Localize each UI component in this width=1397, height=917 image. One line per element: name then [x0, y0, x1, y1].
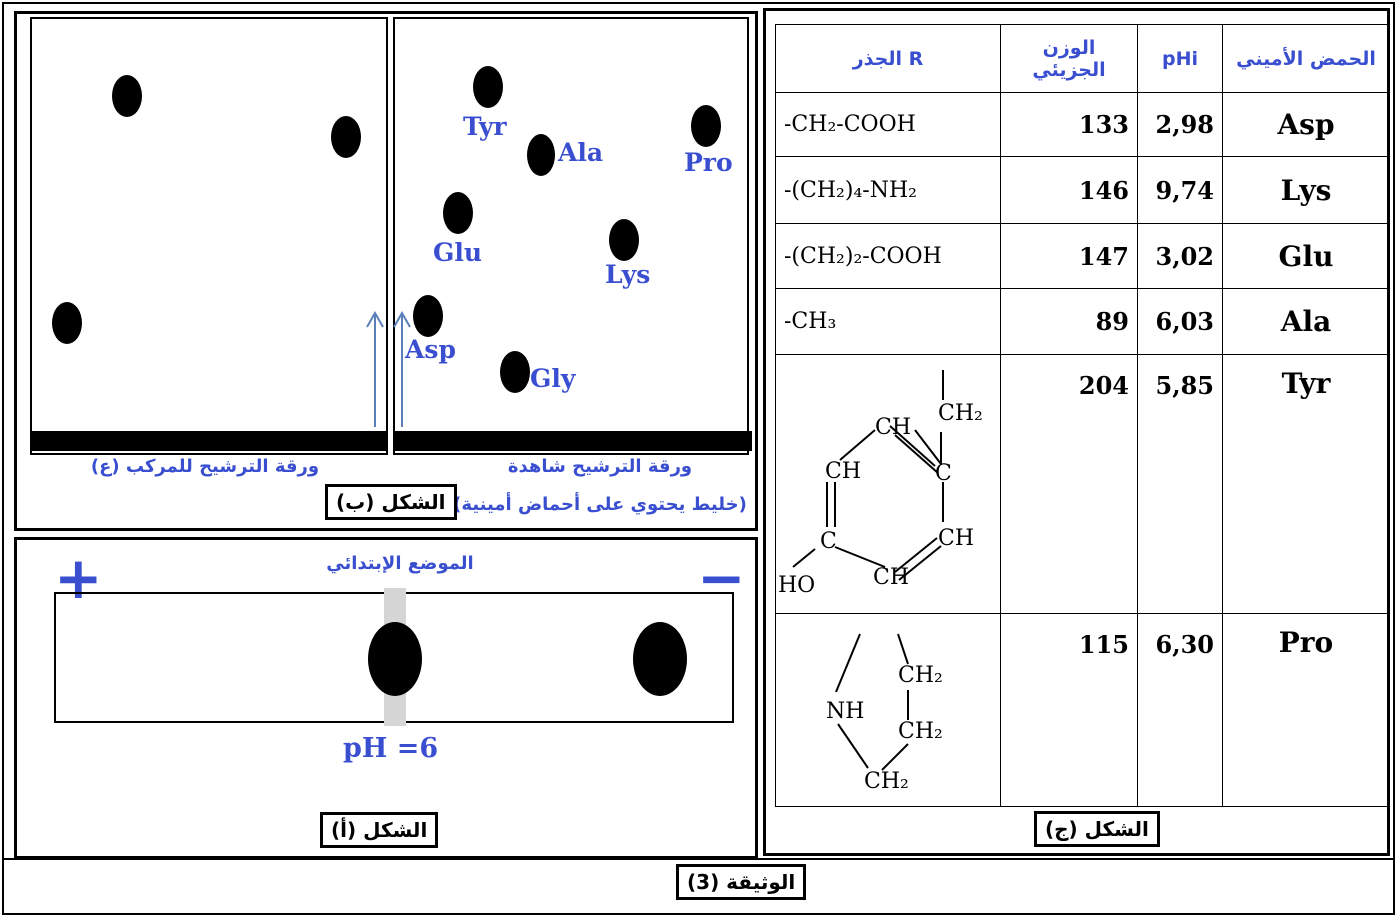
spot-label-asp: Asp: [405, 335, 456, 364]
figure-c-caption: الشكل (ج): [1034, 811, 1160, 847]
right-baseline: [394, 431, 752, 451]
right-paper-sublabel: (خليط يحتوي على أحماض أمينية): [453, 494, 747, 515]
compound-spot: [52, 302, 82, 344]
amino-acid-spot: [473, 66, 503, 108]
right-paper-label: ورقة الترشيح شاهدة: [507, 456, 693, 477]
mw-cell: 133: [1000, 92, 1138, 157]
amino-acid-spot: [609, 219, 639, 261]
amino-acid-spot: [527, 134, 555, 176]
phi-cell: 6,30: [1137, 613, 1223, 807]
tyr-ch-top: CH: [875, 415, 911, 440]
footer-divider: [2, 858, 1395, 860]
mw-cell: 147: [1000, 223, 1138, 289]
tyr-ch-bottom: CH: [873, 565, 909, 590]
negative-electrode-sign: −: [697, 544, 746, 612]
compound-spot: [112, 75, 142, 117]
migration-arrows: [366, 310, 411, 427]
spot-label-ala: Ala: [558, 138, 604, 167]
phi-cell: 9,74: [1137, 156, 1223, 224]
r-group-cell: -CH₂-COOH: [775, 92, 1001, 157]
header-mw: الوزن الجزيئي: [1000, 24, 1138, 93]
pro-nh: NH: [826, 699, 864, 724]
mw-cell: 115: [1000, 613, 1138, 807]
amino-acid-name: Glu: [1222, 223, 1390, 289]
compound-spot-cathode: [633, 622, 687, 696]
figure-a-caption: الشكل (أ): [320, 812, 439, 848]
spot-label-lys: Lys: [605, 260, 651, 289]
amino-acid-name: Asp: [1222, 92, 1390, 157]
spot-label-glu: Glu: [433, 238, 483, 267]
mw-cell: 146: [1000, 156, 1138, 224]
header-amino-acid: الحمض الأميني: [1222, 24, 1390, 93]
tyr-ch-left: CH: [825, 459, 861, 484]
amino-acid-spot: [443, 192, 473, 234]
phi-cell: 3,02: [1137, 223, 1223, 289]
proline-structure: CH₂ NH CH₂ CH₂: [826, 633, 943, 794]
amino-acid-name: Lys: [1222, 156, 1390, 224]
left-paper-label: ورقة الترشيح للمركب (ع): [90, 456, 320, 477]
header-r-group: الجذر R: [775, 24, 1001, 93]
left-baseline: [30, 431, 388, 451]
amino-acid-name: Tyr: [1222, 354, 1390, 614]
spot-label-gly: Gly: [530, 364, 576, 393]
spot-label-tyr: Tyr: [463, 112, 507, 141]
start-position-label: الموضع الإبتدائي: [326, 553, 474, 574]
compound-spot-center: [368, 622, 422, 696]
tyr-c-left: C: [820, 529, 837, 554]
figure-b-caption: الشكل (ب): [325, 484, 457, 520]
tyr-ho: HO: [778, 573, 815, 598]
phi-cell: 5,85: [1137, 354, 1223, 614]
header-phi: pHi: [1137, 24, 1223, 93]
amino-acid-table: الجذر R الوزن الجزيئي pHi الحمض الأميني …: [775, 24, 1390, 807]
document-caption: الوثيقة (3): [676, 864, 807, 900]
tyr-structure-cell: [775, 354, 1001, 614]
tyr-ch2: CH₂: [938, 401, 983, 426]
tyr-c-right: C: [935, 461, 952, 486]
r-group-cell: -CH₃: [775, 288, 1001, 355]
amino-acid-name: Ala: [1222, 288, 1390, 355]
left-filter-paper: [30, 17, 388, 455]
spot-label-pro: Pro: [684, 148, 733, 177]
pro-ch2-c: CH₂: [864, 769, 909, 794]
pro-ch2-b: CH₂: [898, 719, 943, 744]
figure-b-panel: [14, 11, 758, 531]
amino-acid-spot: [413, 295, 443, 337]
phi-cell: 2,98: [1137, 92, 1223, 157]
tyr-ch-right: CH: [938, 526, 974, 551]
phi-cell: 6,03: [1137, 288, 1223, 355]
pro-structure-cell: [775, 613, 1001, 807]
amino-acid-spot: [691, 105, 721, 147]
amino-acid-name: Pro: [1222, 613, 1390, 807]
mw-cell: 204: [1000, 354, 1138, 614]
tyrosine-structure: CH₂ CH CH C C CH CH HO: [778, 370, 983, 598]
positive-electrode-sign: +: [54, 544, 103, 612]
amino-acid-spot: [500, 351, 530, 393]
right-filter-paper: [393, 17, 749, 455]
pro-ch2-a: CH₂: [898, 663, 943, 688]
ph-label: pH =6: [343, 733, 439, 764]
mw-cell: 89: [1000, 288, 1138, 355]
compound-spot: [331, 116, 361, 158]
r-group-cell: -(CH₂)₂-COOH: [775, 223, 1001, 289]
r-group-cell: -(CH₂)₄-NH₂: [775, 156, 1001, 224]
